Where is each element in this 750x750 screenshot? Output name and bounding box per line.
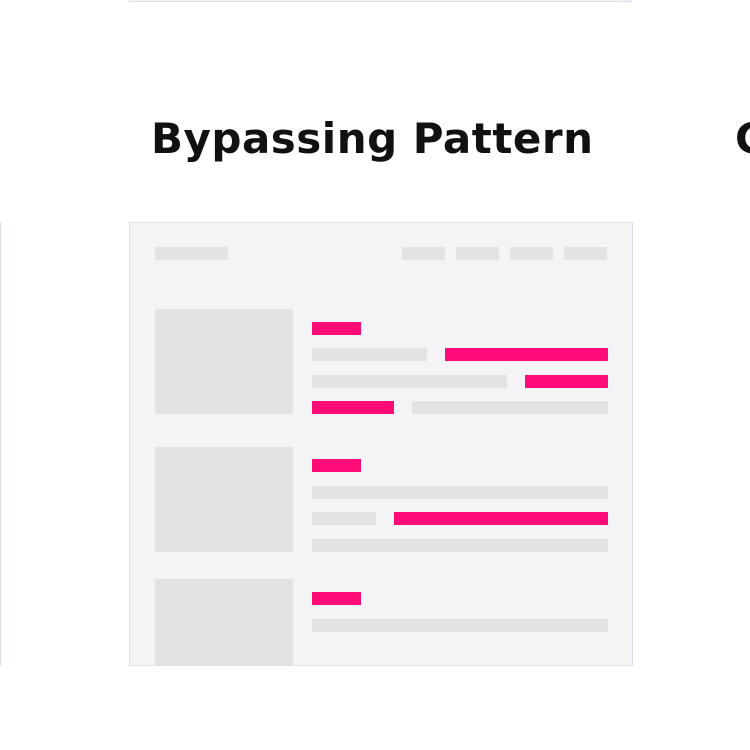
highlighted-tag <box>312 592 361 605</box>
text-line-placeholder <box>312 512 376 525</box>
nav-item-placeholder <box>402 247 445 260</box>
text-line-placeholder <box>312 375 507 388</box>
highlighted-text-line <box>312 401 394 414</box>
thumbnail-placeholder <box>155 309 293 414</box>
thumbnail-placeholder <box>155 579 293 665</box>
text-line-placeholder <box>312 486 608 499</box>
text-line-placeholder <box>312 539 608 552</box>
highlighted-tag <box>312 459 361 472</box>
nav-item-placeholder <box>564 247 607 260</box>
text-line-placeholder <box>312 348 427 361</box>
text-line-placeholder <box>312 619 608 632</box>
wireframe-card <box>129 222 633 666</box>
previous-card-edge <box>129 0 632 2</box>
highlighted-text-line <box>525 375 608 388</box>
pattern-title: Bypassing Pattern <box>151 114 594 163</box>
highlighted-text-line <box>445 348 608 361</box>
highlighted-tag <box>312 322 361 335</box>
thumbnail-placeholder <box>155 447 293 552</box>
next-pattern-title-fragment: C <box>735 118 750 160</box>
text-line-placeholder <box>412 401 608 414</box>
logo-placeholder <box>155 247 228 260</box>
nav-item-placeholder <box>456 247 499 260</box>
highlighted-text-line <box>394 512 608 525</box>
nav-item-placeholder <box>510 247 553 260</box>
left-card-edge <box>0 222 1 666</box>
